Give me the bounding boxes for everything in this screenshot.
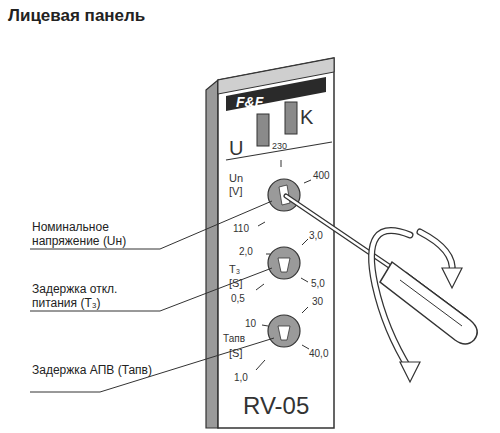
- unit: [S]: [229, 277, 242, 290]
- scale-value: 2,0: [239, 246, 253, 258]
- indicator-label: K: [300, 106, 313, 129]
- scale-value: 0,5: [231, 293, 245, 305]
- scale-value: 40,0: [309, 348, 328, 360]
- callout-label: Задержка АПВ (Тапв): [32, 364, 157, 378]
- scale-value: 230: [272, 141, 287, 151]
- scale-value: 3,0: [309, 230, 323, 242]
- parameter-name: Т₃: [229, 263, 240, 276]
- brand-logo: F&F: [236, 94, 263, 110]
- scale-value: 30: [312, 296, 323, 308]
- scale-value: 1,0: [234, 372, 248, 384]
- scale-value: 400: [313, 170, 330, 182]
- parameter-name: Un: [229, 172, 243, 185]
- indicator-label: U: [229, 137, 243, 160]
- scale-value: 5,0: [311, 278, 325, 290]
- scale-value: 10: [245, 318, 256, 330]
- parameter-name: Тапв: [223, 333, 245, 345]
- scale-value: 110: [233, 223, 249, 235]
- unit: [S]: [229, 347, 242, 360]
- unit: [V]: [229, 185, 242, 198]
- callout-label: Задержка откл. питания (Т₃): [32, 283, 157, 311]
- callout-label: Номинальное напряжение (Uн): [32, 221, 157, 249]
- model-name: RV-05: [243, 392, 309, 420]
- title: Лицевая панель: [8, 6, 145, 26]
